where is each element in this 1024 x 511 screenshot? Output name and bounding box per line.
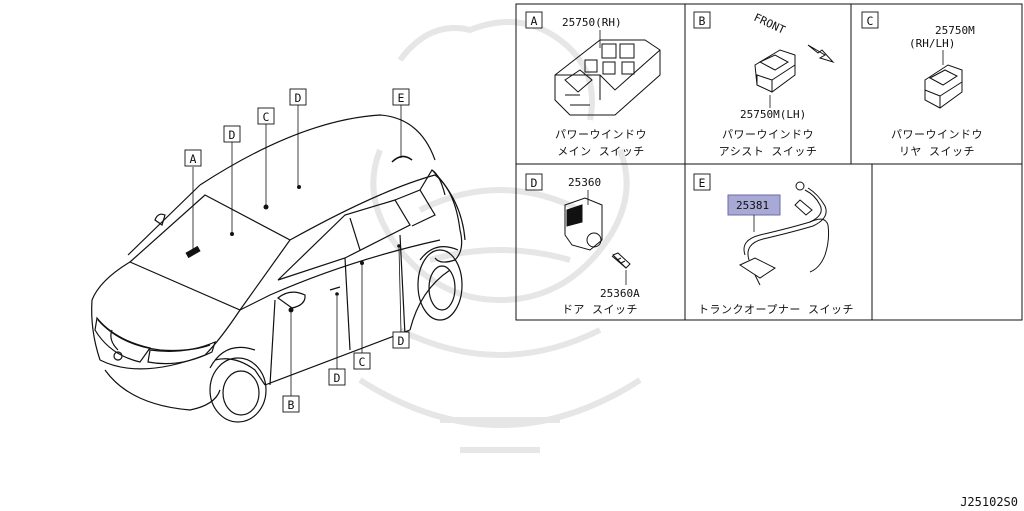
leader-lines [192, 105, 402, 396]
svg-text:D: D [334, 371, 341, 385]
watermark-emblem [358, 19, 642, 453]
trunk-switch-marker [391, 155, 413, 163]
svg-text:C: C [359, 355, 366, 369]
panel-c-caption-2: リヤ スイッチ [899, 145, 975, 158]
panel-a-letter-box [525, 11, 543, 29]
car-illustration [91, 114, 466, 423]
panel-a-letter: A [531, 14, 538, 28]
rear-switch-drawing [924, 64, 963, 109]
callout-C-2: C [353, 352, 371, 370]
panel-e-part-number: 25381 [736, 199, 769, 212]
panel-b-letter: B [699, 14, 706, 28]
panel-c-caption-1: パワーウインドウ [891, 128, 983, 141]
panel-d-caption: ドア スイッチ [562, 303, 638, 316]
panel-d-letter: D [531, 176, 538, 190]
callout-B: B [282, 395, 300, 413]
panel-d-part-number: 25360 [568, 176, 601, 189]
screw-drawing [611, 252, 631, 269]
diagram-code: J25102S0 [960, 495, 1018, 509]
panel-a-caption-1: パワーウインドウ [555, 128, 647, 141]
panel-b-caption-2: アシスト スイッチ [719, 145, 818, 158]
panel-b: B FRONT 25750M(LH) パワーウインドウ アシスト スイッチ [693, 11, 835, 158]
panel-c-letter: C [867, 14, 874, 28]
callout-D-1: D [223, 125, 241, 143]
svg-text:C: C [263, 110, 270, 124]
main-switch-drawing [554, 39, 661, 116]
trunk-switch-harness-drawing [738, 181, 830, 286]
svg-text:D: D [295, 91, 302, 105]
callout-D-2: D [289, 88, 307, 106]
panel-e-caption: トランクオープナー スイッチ [698, 303, 854, 316]
panel-c: C 25750M (RH/LH) パワーウインドウ リヤ スイッチ [861, 11, 983, 158]
callout-D-3: D [328, 368, 346, 386]
callout-D-4: D [392, 331, 410, 349]
panel-c-part-number-2: (RH/LH) [909, 37, 955, 50]
svg-text:D: D [398, 334, 405, 348]
svg-text:A: A [190, 152, 197, 166]
panel-a-caption-2: メイン スイッチ [557, 145, 645, 158]
panel-e: E 25381 トランクオープナー スイッチ [693, 173, 854, 316]
panel-c-part-number-1: 25750M [935, 24, 975, 37]
panel-d: D 25360 25360A ドア スイッチ [525, 173, 640, 316]
panel-a: A 25750(RH) パワーウインドウ メイン スイッチ [525, 11, 661, 158]
front-arrow-icon [807, 44, 835, 64]
front-label: FRONT [752, 11, 788, 37]
panel-b-caption-1: パワーウインドウ [722, 128, 814, 141]
panel-grid [515, 3, 1023, 321]
assist-switch-drawing [754, 49, 796, 93]
panel-e-letter: E [699, 176, 706, 190]
panel-a-part-number: 25750(RH) [562, 16, 622, 29]
door-switch-drawing [564, 197, 603, 251]
svg-text:B: B [288, 398, 295, 412]
callout-A-top: A [184, 149, 202, 167]
car-switch-markers [185, 185, 401, 313]
svg-text:E: E [398, 91, 405, 105]
callout-C-1: C [257, 107, 275, 125]
callout-E: E [392, 88, 410, 106]
panel-d-part-number-2: 25360A [600, 287, 640, 300]
panel-b-part-number: 25750M(LH) [740, 108, 806, 121]
svg-text:D: D [229, 128, 236, 142]
